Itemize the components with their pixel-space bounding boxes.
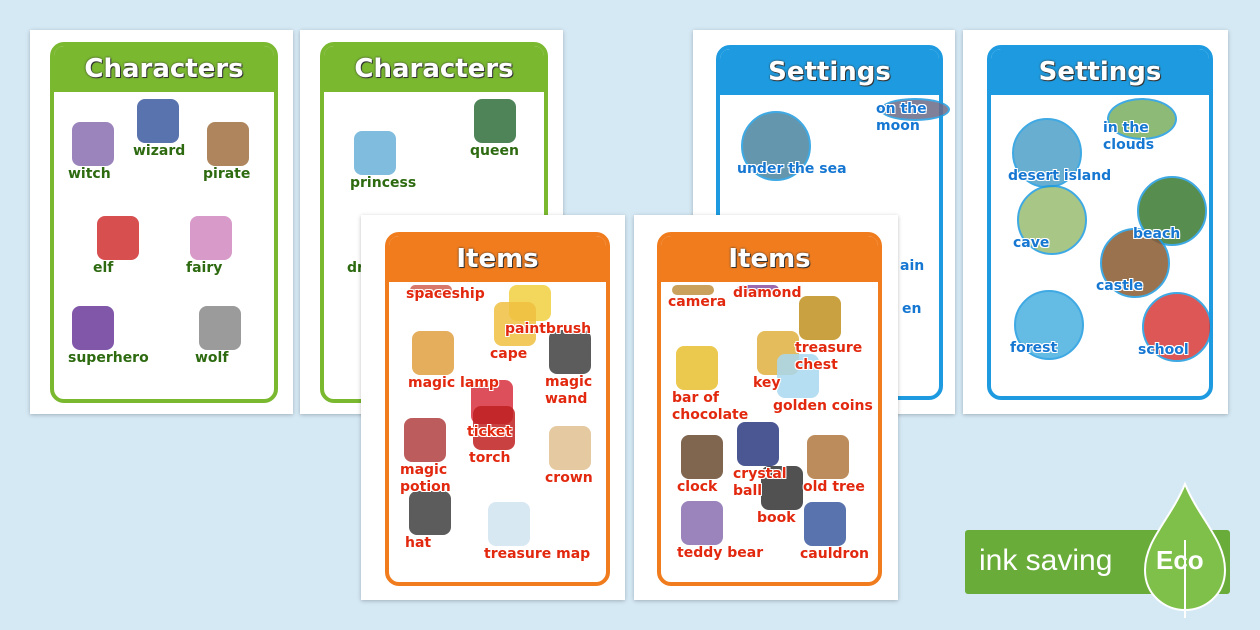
illustration	[207, 122, 249, 166]
word-label: under the sea	[737, 161, 847, 177]
leaf-icon	[1143, 481, 1227, 618]
word-label: bar of chocolate	[672, 390, 749, 423]
word-label: superhero	[68, 350, 149, 366]
badge-text: ink saving	[979, 544, 1113, 577]
illustration	[681, 435, 723, 479]
word-label: ain	[900, 258, 925, 274]
illustration	[494, 302, 536, 346]
illustration	[72, 122, 114, 166]
word-label: en	[902, 301, 922, 317]
word-label: wolf	[195, 350, 229, 366]
word-label: desert island	[1008, 168, 1112, 184]
illustration	[1137, 176, 1207, 246]
illustration	[741, 111, 811, 181]
word-label: spaceship	[406, 286, 485, 302]
word-label: school	[1138, 342, 1189, 358]
word-label: paintbrush	[505, 321, 592, 337]
illustration	[737, 285, 779, 295]
word-label: elf	[93, 260, 114, 276]
word-label: key	[753, 375, 781, 391]
word-label: queen	[470, 143, 519, 159]
word-label: ticket	[467, 424, 512, 440]
word-mat-card: Characters witch wizard pirate elf fairy super…	[30, 30, 293, 414]
illustration	[807, 435, 849, 479]
illustration	[681, 501, 723, 545]
word-label: forest	[1010, 340, 1058, 356]
illustration	[799, 296, 841, 340]
word-label: beach	[1133, 226, 1181, 242]
eco-label: Eco	[1156, 545, 1204, 575]
mat-title: Items	[661, 236, 878, 282]
illustration	[676, 346, 718, 390]
illustration	[1012, 118, 1082, 188]
illustration	[549, 330, 591, 374]
illustration	[473, 406, 515, 450]
word-mat-card: Items camera diamond treasure chest bar of c…	[634, 215, 898, 600]
illustration	[672, 285, 714, 295]
word-mat-card: Settings desert island in the clouds cave be…	[963, 30, 1228, 414]
word-mat-card: Items spaceship paintbrush cape magic lamp ma…	[361, 215, 625, 600]
illustration	[1017, 185, 1087, 255]
illustration	[137, 99, 179, 143]
word-label: teddy bear	[677, 545, 764, 561]
word-label: treasure map	[484, 546, 591, 562]
word-label: fairy	[186, 260, 223, 276]
word-label: dr	[347, 260, 364, 276]
word-label: magic potion	[400, 462, 451, 495]
illustration	[488, 502, 530, 546]
mat-title: Settings	[991, 49, 1209, 95]
word-label: diamond	[733, 285, 802, 301]
illustration	[804, 502, 846, 546]
word-label: on the moon	[876, 101, 927, 134]
illustration	[412, 331, 454, 375]
illustration	[737, 422, 779, 466]
illustration	[1107, 98, 1177, 140]
word-label: cape	[490, 346, 528, 362]
mat-title: Items	[389, 236, 606, 282]
mat-title: Settings	[720, 49, 939, 95]
word-label: hat	[405, 535, 432, 551]
illustration	[410, 285, 452, 295]
word-label: wizard	[133, 143, 186, 159]
word-label: treasure chest	[795, 340, 863, 373]
illustration	[1142, 292, 1212, 362]
word-label: princess	[350, 175, 417, 191]
word-label: cave	[1013, 235, 1050, 251]
illustration	[1014, 290, 1084, 360]
illustration	[97, 216, 139, 260]
word-label: crystal ball	[733, 466, 787, 499]
word-label: golden coins	[773, 398, 873, 414]
word-label: torch	[469, 450, 511, 466]
word-label: magic lamp	[408, 375, 499, 391]
word-label: castle	[1096, 278, 1144, 294]
illustration	[1100, 228, 1170, 298]
illustration	[190, 216, 232, 260]
illustration	[354, 131, 396, 175]
word-label: magic wand	[545, 374, 593, 407]
word-label: old tree	[803, 479, 865, 495]
illustration	[474, 99, 516, 143]
illustration	[199, 306, 241, 350]
illustration	[777, 354, 819, 398]
word-label: crown	[545, 470, 593, 486]
mat-title: Characters	[54, 46, 274, 92]
word-label: book	[757, 510, 796, 526]
illustration	[549, 426, 591, 470]
word-label: pirate	[203, 166, 251, 182]
word-label: camera	[668, 294, 727, 310]
word-label: in the clouds	[1103, 120, 1155, 153]
illustration	[409, 491, 451, 535]
mat-title: Characters	[324, 46, 544, 92]
word-label: clock	[677, 479, 718, 495]
illustration	[761, 466, 803, 510]
word-label: cauldron	[800, 546, 870, 562]
illustration	[880, 98, 950, 121]
illustration	[404, 418, 446, 462]
word-label: witch	[68, 166, 111, 182]
illustration	[72, 306, 114, 350]
